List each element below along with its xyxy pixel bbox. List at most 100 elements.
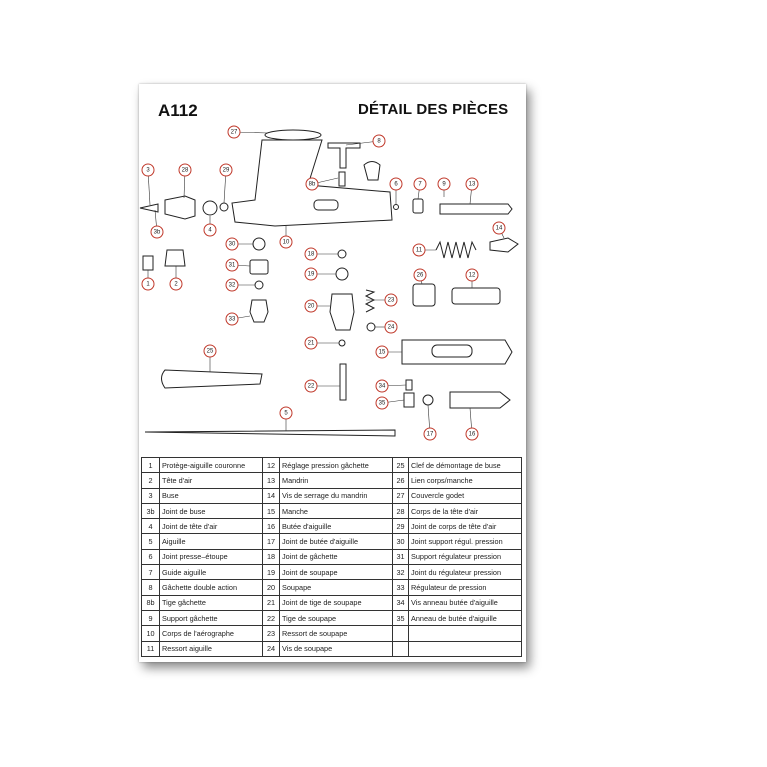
callout-circle [150,225,164,239]
callout-circle [304,247,318,261]
part-label: Lien corps/manche [408,472,522,489]
callout-circle [305,177,319,191]
callout-3b: 3b [150,225,164,239]
part-number: 9 [141,609,160,627]
part-number: 13 [262,472,280,489]
callout-26: 26 [413,268,427,282]
part-number: 7 [141,564,160,581]
part-27-cup-lid [264,129,322,141]
part-4-seal [202,200,218,216]
part-label: Joint de tige de soupape [279,594,393,611]
part-label: Manche [279,502,393,520]
callout-circle [178,163,192,177]
part-7-needle-guide [412,198,424,214]
callout-28: 28 [178,163,192,177]
callout-12: 12 [465,268,479,282]
part-number: 30 [392,533,409,550]
part-number: 27 [392,487,409,504]
callout-18: 18 [304,247,318,261]
callout-label: 11 [416,248,423,254]
callout-label: 27 [231,130,238,136]
callout-33: 33 [225,312,239,326]
callout-22: 22 [304,379,318,393]
callout-circle [304,299,318,313]
callout-24: 24 [384,320,398,334]
callout-circle [225,237,239,251]
callout-32: 32 [225,278,239,292]
part-number: 21 [262,594,280,611]
part-19-valve-seal [335,267,349,281]
part-number: 22 [262,609,280,627]
part-label [408,640,522,657]
part-11-needle-spring [435,240,477,259]
part-label: Corps de l'aérographe [159,625,263,642]
part-number: 3 [141,487,160,504]
callout-label: 15 [379,350,386,356]
part-17-stop-seal [422,394,434,406]
part-label: Support régulateur pression [408,548,522,566]
callout-1: 1 [141,277,155,291]
callout-5: 5 [279,406,293,420]
callout-circle [423,427,437,441]
part-1-needle-cap [142,255,154,271]
part-28-head [164,195,196,220]
part-number: 4 [141,518,160,535]
part-number [392,625,409,642]
part-label: Corps de la tête d'air [408,502,522,520]
callout-label: 22 [308,384,315,390]
part-23-valve-spring [364,289,376,313]
part-33-regulator [249,299,269,323]
callout-label: 1 [146,282,150,288]
callout-label: 13 [469,182,476,188]
callout-label: 10 [283,240,290,246]
callout-label: 7 [418,182,422,188]
callout-9: 9 [437,177,451,191]
callout-19: 19 [304,267,318,281]
part-6-seal [393,204,399,210]
part-label: Joint presse–étoupe [159,548,263,566]
callout-label: 18 [308,252,315,258]
callout-circle [219,163,233,177]
part-5-needle [144,429,396,437]
part-label: Joint support régul. pression [408,533,522,550]
callout-label: 12 [469,273,476,279]
part-label: Vis de serrage du mandrin [279,487,393,504]
part-9-trigger-support [363,161,381,181]
part-label: Joint du régulateur pression [408,564,522,581]
callout-20: 20 [304,299,318,313]
part-label: Réglage pression gâchette [279,456,393,474]
callout-circle [413,268,427,282]
callout-label: 3b [154,230,161,236]
callout-14: 14 [492,221,506,235]
callout-circle [304,336,318,350]
callout-circle [279,235,293,249]
part-label: Tige de soupape [279,609,393,627]
callout-34: 34 [375,379,389,393]
callout-label: 16 [469,432,476,438]
callout-label: 17 [427,432,434,438]
callout-label: 19 [308,272,315,278]
part-34-stop-screw [405,379,413,391]
part-number: 16 [262,518,280,535]
callout-13: 13 [465,177,479,191]
part-number: 5 [141,533,160,550]
callout-label: 32 [229,283,236,289]
part-21-valve-rod-seal [338,339,346,347]
part-number: 15 [262,502,280,520]
part-number [392,640,409,657]
part-label: Couvercle godet [408,487,522,504]
callout-35: 35 [375,396,389,410]
callout-circle [465,268,479,282]
part-label: Joint de corps de tête d'air [408,518,522,535]
part-number: 23 [262,625,280,642]
part-26-body-link [412,283,436,307]
part-number: 8b [141,594,160,611]
